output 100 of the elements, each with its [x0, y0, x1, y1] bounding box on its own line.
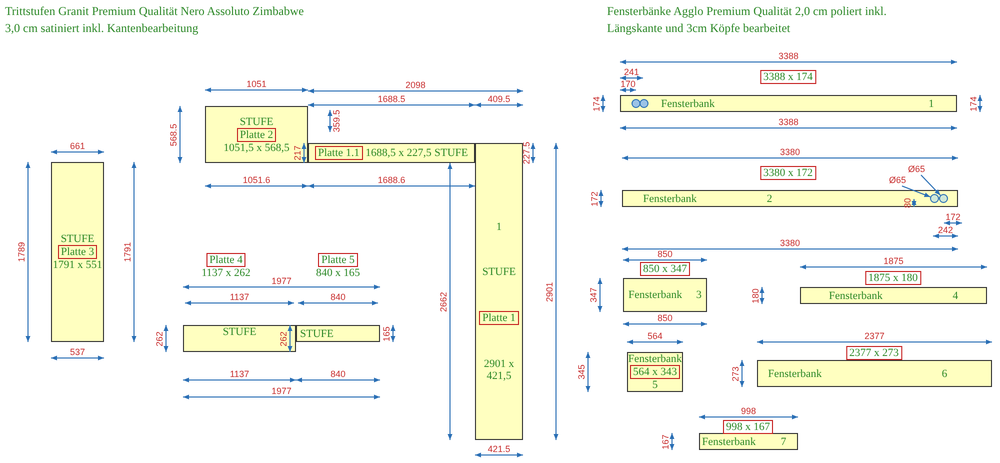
- plate-text: STUFE: [482, 266, 516, 278]
- dimension-value: 3380: [780, 239, 800, 248]
- slab-plate: [757, 360, 992, 387]
- dimension-value: 262: [280, 330, 288, 346]
- leader-line: [902, 186, 931, 198]
- dimension-value: 359.5: [332, 110, 342, 132]
- slab-plate: [623, 278, 707, 312]
- dimension-value: 1789: [18, 242, 26, 262]
- plate-tag: Platte 1.1: [315, 146, 363, 160]
- slab-plate: [51, 162, 104, 342]
- plate-text: 1: [496, 220, 502, 233]
- dimension-value: 568.5: [170, 123, 178, 146]
- slab-plate: [308, 143, 475, 163]
- dimension-value: 80: [904, 198, 912, 208]
- plate-text: Fensterbank: [628, 353, 682, 365]
- plate-text: 1688,5 x 227,5: [365, 147, 432, 159]
- plate-text: Fensterbank: [768, 368, 822, 380]
- leader-line: [920, 174, 941, 196]
- dimension-value: 564: [647, 332, 663, 341]
- plate-tag: 1875 x 180: [865, 271, 921, 285]
- dimension-value: 3388: [778, 118, 799, 127]
- dimension-value: 347: [590, 287, 598, 303]
- plate-text: 1: [928, 98, 934, 110]
- plate-text: Fensterbank: [661, 98, 715, 110]
- slab-plate: [627, 352, 683, 392]
- plate-tag: Platte 4: [206, 253, 246, 267]
- dimension-value: 170: [620, 80, 636, 89]
- dimension-value: 174: [970, 96, 978, 112]
- dimension-value: 180: [752, 288, 760, 304]
- slab-plate: [183, 325, 296, 352]
- diameter-label: Ø65: [908, 163, 934, 175]
- dimension-value: 1137: [230, 370, 250, 379]
- slab-plate: [620, 95, 957, 112]
- heading-note: Fensterbänke Agglo Premium Qualität 2,0 cm poliert inkl. Längskante und 3cm Köpfe bearbeitet: [607, 3, 888, 37]
- dimension-value: 172: [590, 190, 600, 206]
- dimension-value: 1051.6: [242, 176, 270, 185]
- plate-tag: Platte 5: [318, 253, 358, 267]
- dimension-value: 167: [662, 434, 670, 450]
- plate-text: 3: [696, 289, 702, 301]
- size-text: 840 x 165: [316, 267, 360, 279]
- plate-tag: 2377 x 273: [846, 346, 902, 360]
- slab-plate: [475, 143, 523, 440]
- slab-plate: [296, 325, 380, 342]
- diameter-label: Ø65: [889, 174, 915, 186]
- dimension-value: 840: [330, 370, 346, 379]
- plate-text: Fensterbank: [702, 436, 756, 448]
- plate-text: STUFE: [240, 116, 274, 128]
- heading-note: Trittstufen Granit Premium Qualität Nero Assoluto Zimbabwe 3,0 cm satiniert inkl. Kantenbearbeitung: [5, 3, 305, 37]
- plate-text: 2: [766, 192, 772, 204]
- plate-text: Fensterbank: [828, 290, 883, 302]
- plate-text: STUFE: [60, 233, 94, 245]
- dimension-value: 421.5: [488, 445, 510, 454]
- plate-tag: Platte 2: [236, 128, 276, 142]
- dimension-value: 3388: [778, 52, 799, 61]
- hole-circle: [930, 194, 939, 203]
- slab-plate: [800, 287, 987, 304]
- slab-plate: [699, 433, 798, 450]
- dimension-value: 850: [657, 250, 673, 259]
- dimension-value: 537: [70, 348, 86, 357]
- dimension-value: 345: [578, 364, 586, 380]
- plate-tag: 998 x 167: [723, 420, 773, 434]
- dimension-value: 2098: [405, 81, 426, 90]
- dimension-value: 1688.5: [378, 95, 406, 104]
- plate-text: 5: [652, 379, 658, 391]
- plate-tag: Platte 1: [479, 311, 519, 326]
- dimension-value: 262: [156, 330, 164, 346]
- dimension-value: 241: [624, 68, 640, 77]
- slab-plate: [205, 106, 308, 163]
- size-text: 1137 x 262: [201, 267, 251, 279]
- dimension-value: 1051: [246, 80, 267, 89]
- slab-plate: [622, 190, 958, 207]
- plate-text: 7: [780, 436, 786, 448]
- dimension-value: 1875: [883, 257, 904, 266]
- dimension-value: 165: [382, 326, 392, 342]
- dimension-value: 227.5: [522, 142, 532, 164]
- dimension-value: 273: [732, 366, 740, 382]
- plate-tag: 3388 x 174: [760, 70, 816, 84]
- plate-text: STUFE: [300, 328, 334, 340]
- plate-text: Fensterbank: [628, 289, 682, 301]
- dimension-value: 998: [740, 407, 756, 416]
- plate-text: 6: [942, 368, 948, 380]
- dimension-value: 409.5: [488, 95, 510, 104]
- plate-text: 1791 x 551: [52, 259, 102, 271]
- plate-text: STUFE: [222, 326, 256, 338]
- hole-circle: [939, 194, 948, 203]
- plate-text: Fensterbank: [643, 192, 697, 204]
- dimension-value: 2377: [864, 332, 885, 341]
- plate-text: 4: [952, 290, 958, 302]
- dimension-value: 1688.6: [378, 176, 406, 185]
- dimension-value: 2662: [440, 291, 448, 312]
- dimension-value: 217: [294, 145, 302, 161]
- plate-tag: Platte 3: [58, 245, 98, 259]
- plate-text: 1051,5 x 568,5: [224, 142, 290, 154]
- dimension-value: 174: [592, 96, 602, 112]
- plate-text: 2901 x 421,5: [482, 358, 516, 382]
- dimension-value: 840: [330, 293, 346, 302]
- dimension-value: 850: [657, 314, 673, 323]
- plate-tag: 3380 x 172: [760, 166, 816, 180]
- dimension-value: 661: [70, 142, 86, 151]
- dimension-value: 3380: [780, 148, 800, 157]
